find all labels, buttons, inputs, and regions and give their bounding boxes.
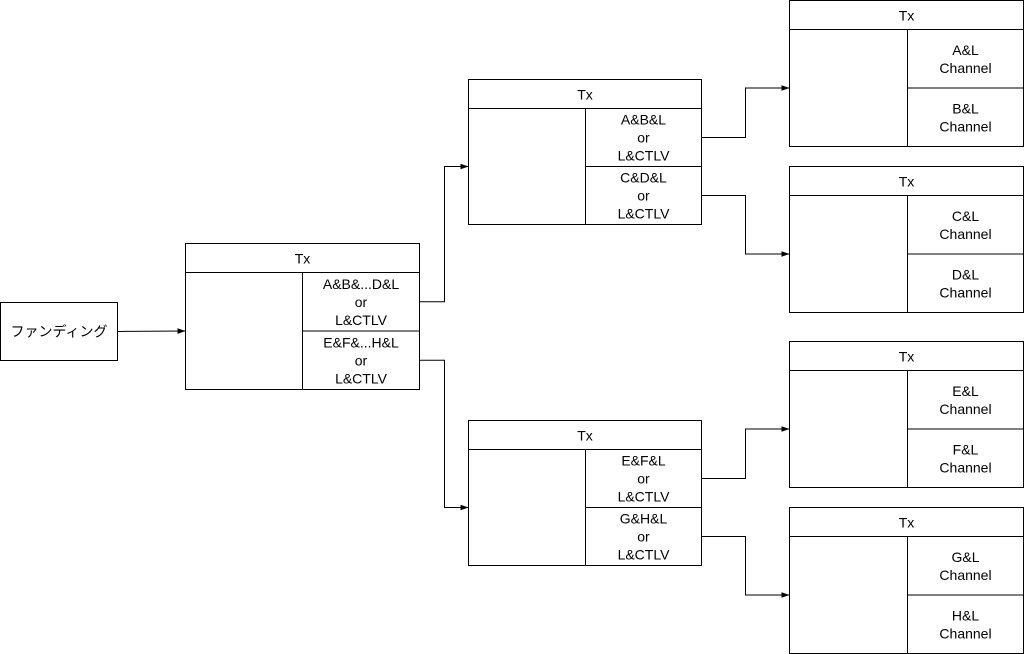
port-e-l-line-1: E&L [952, 383, 979, 399]
edge-tx-efgh-0-to-tx-ef [701, 426, 790, 479]
port-b-l-line-2: Channel [939, 118, 991, 134]
port-e-l-line-2: Channel [939, 401, 991, 417]
port-c-l-line-1: C&L [952, 208, 979, 224]
port-a-b-d-l-line-1: A&B&...D&L [323, 276, 399, 292]
port-g-l: G&L Channel [939, 549, 991, 583]
port-a-b-d-l: A&B&...D&L orL&CTLV [323, 276, 399, 328]
tx-efgh-title: Tx [577, 428, 593, 444]
port-a-b-l-line-3: L&CTLV [618, 148, 671, 164]
port-a-b-d-l-line-2: or [355, 294, 368, 310]
tx-gh-box [789, 507, 1024, 654]
port-h-l: H&L Channel [939, 607, 991, 641]
port-h-l-line-2: Channel [939, 625, 991, 641]
tx-cd-box [789, 166, 1024, 313]
tx-ef-title: Tx [899, 349, 915, 365]
edge-tx-efgh-1-to-tx-gh [701, 536, 790, 598]
edge-tx-abcd-0-to-tx-ab [701, 85, 790, 138]
funding-source-label: ファンディング [10, 324, 107, 340]
edge-tx-root-0-to-tx-abcd [419, 163, 469, 303]
port-e-f-l-line-3: L&CTLV [618, 489, 671, 505]
tx-root-title: Tx [295, 251, 311, 267]
port-d-l-line-1: D&L [952, 266, 979, 282]
tx-cd-title: Tx [899, 174, 915, 190]
port-g-h-l: G&H&L orL&CTLV [618, 511, 671, 563]
port-a-l: A&L Channel [939, 42, 991, 76]
edge-tx-root-1-to-tx-efgh [419, 359, 469, 511]
port-g-h-l-line-1: G&H&L [620, 511, 668, 527]
port-c-d-l: C&D&L orL&CTLV [618, 170, 671, 222]
port-b-l-line-1: B&L [952, 100, 979, 116]
edge-source-to-tx-root [117, 328, 186, 334]
port-c-d-l-line-1: C&D&L [620, 170, 667, 186]
port-e-l: E&L Channel [939, 383, 991, 417]
edge-tx-abcd-1-to-tx-cd [701, 195, 790, 257]
port-d-l: D&L Channel [939, 266, 991, 300]
port-e-f-h-l-line-1: E&F&...H&L [323, 334, 399, 350]
port-f-l-line-2: Channel [939, 459, 991, 475]
port-c-l-line-2: Channel [939, 226, 991, 242]
port-c-d-l-line-3: L&CTLV [618, 206, 671, 222]
port-c-d-l-line-2: or [637, 188, 650, 204]
tx-ab-title: Tx [899, 8, 915, 24]
port-e-f-h-l-line-2: or [355, 352, 368, 368]
port-a-l-line-1: A&L [952, 42, 979, 58]
port-g-h-l-line-3: L&CTLV [618, 547, 671, 563]
port-g-h-l-line-2: or [637, 529, 650, 545]
port-g-l-line-1: G&L [951, 549, 979, 565]
port-a-l-line-2: Channel [939, 60, 991, 76]
port-d-l-line-2: Channel [939, 284, 991, 300]
tx-ab-box [789, 0, 1024, 147]
port-a-b-d-l-line-3: L&CTLV [335, 312, 388, 328]
port-e-f-l-line-2: or [637, 471, 650, 487]
port-b-l: B&L Channel [939, 100, 991, 134]
port-f-l-line-1: F&L [953, 441, 979, 457]
edges-layer [117, 85, 790, 598]
port-e-f-h-l-line-3: L&CTLV [335, 370, 388, 386]
port-f-l: F&L Channel [939, 441, 991, 475]
port-a-b-l-line-2: or [637, 130, 650, 146]
port-e-f-l-line-1: E&F&L [621, 453, 666, 469]
port-e-f-l: E&F&L orL&CTLV [618, 453, 671, 505]
funding-source-box [0, 302, 118, 361]
tx-gh-title: Tx [899, 515, 915, 531]
port-e-f-h-l: E&F&...H&L orL&CTLV [323, 334, 399, 386]
funding-source-node: ファンディング [0, 302, 118, 361]
port-a-b-l-line-1: A&B&L [621, 112, 666, 128]
port-h-l-line-1: H&L [952, 607, 979, 623]
port-c-l: C&L Channel [939, 208, 991, 242]
port-a-b-l: A&B&L orL&CTLV [618, 112, 671, 164]
tx-abcd-title: Tx [577, 87, 593, 103]
port-g-l-line-2: Channel [939, 567, 991, 583]
